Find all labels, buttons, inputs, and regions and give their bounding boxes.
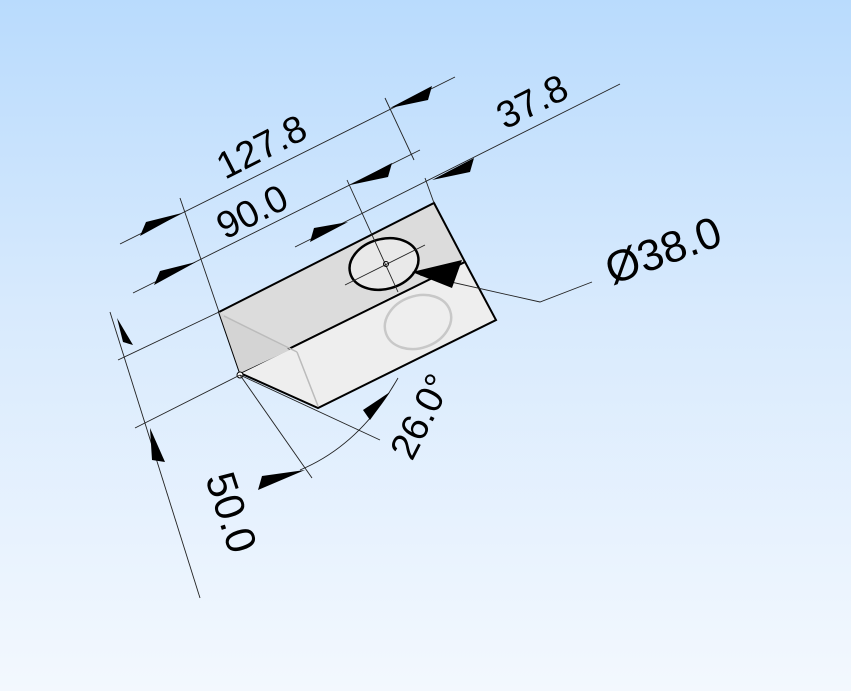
dimension-label: 90.0 <box>210 177 295 248</box>
hidden-edge <box>296 351 319 407</box>
arrow-icon <box>310 222 348 242</box>
hole-center <box>383 261 389 267</box>
hole-centerline <box>346 179 399 293</box>
hole-centerline <box>344 244 426 286</box>
hidden-edge <box>223 315 298 353</box>
part-body[interactable] <box>217 179 498 410</box>
arrow-icon <box>412 260 462 288</box>
arrow-icon <box>363 392 390 420</box>
arrow-icon <box>350 163 392 185</box>
arrow-icon <box>432 158 474 180</box>
dimension-label: Ø38.0 <box>599 207 728 294</box>
dimension-label: 127.8 <box>210 107 314 188</box>
arrow-icon <box>258 470 305 490</box>
hole-far-outline <box>383 293 453 351</box>
arrow-icon <box>390 86 432 108</box>
arrow-icon <box>140 213 182 236</box>
arrow-icon <box>154 262 196 285</box>
dimension-label: 50.0 <box>196 466 266 558</box>
arrow-icon <box>117 318 133 345</box>
arrow-icon <box>150 428 165 462</box>
dimension-label: 26.0° <box>383 368 461 467</box>
side-face <box>219 312 290 373</box>
dimension-hole-offset[interactable]: 37.8 <box>294 67 621 248</box>
dimension-label: 37.8 <box>490 67 575 138</box>
